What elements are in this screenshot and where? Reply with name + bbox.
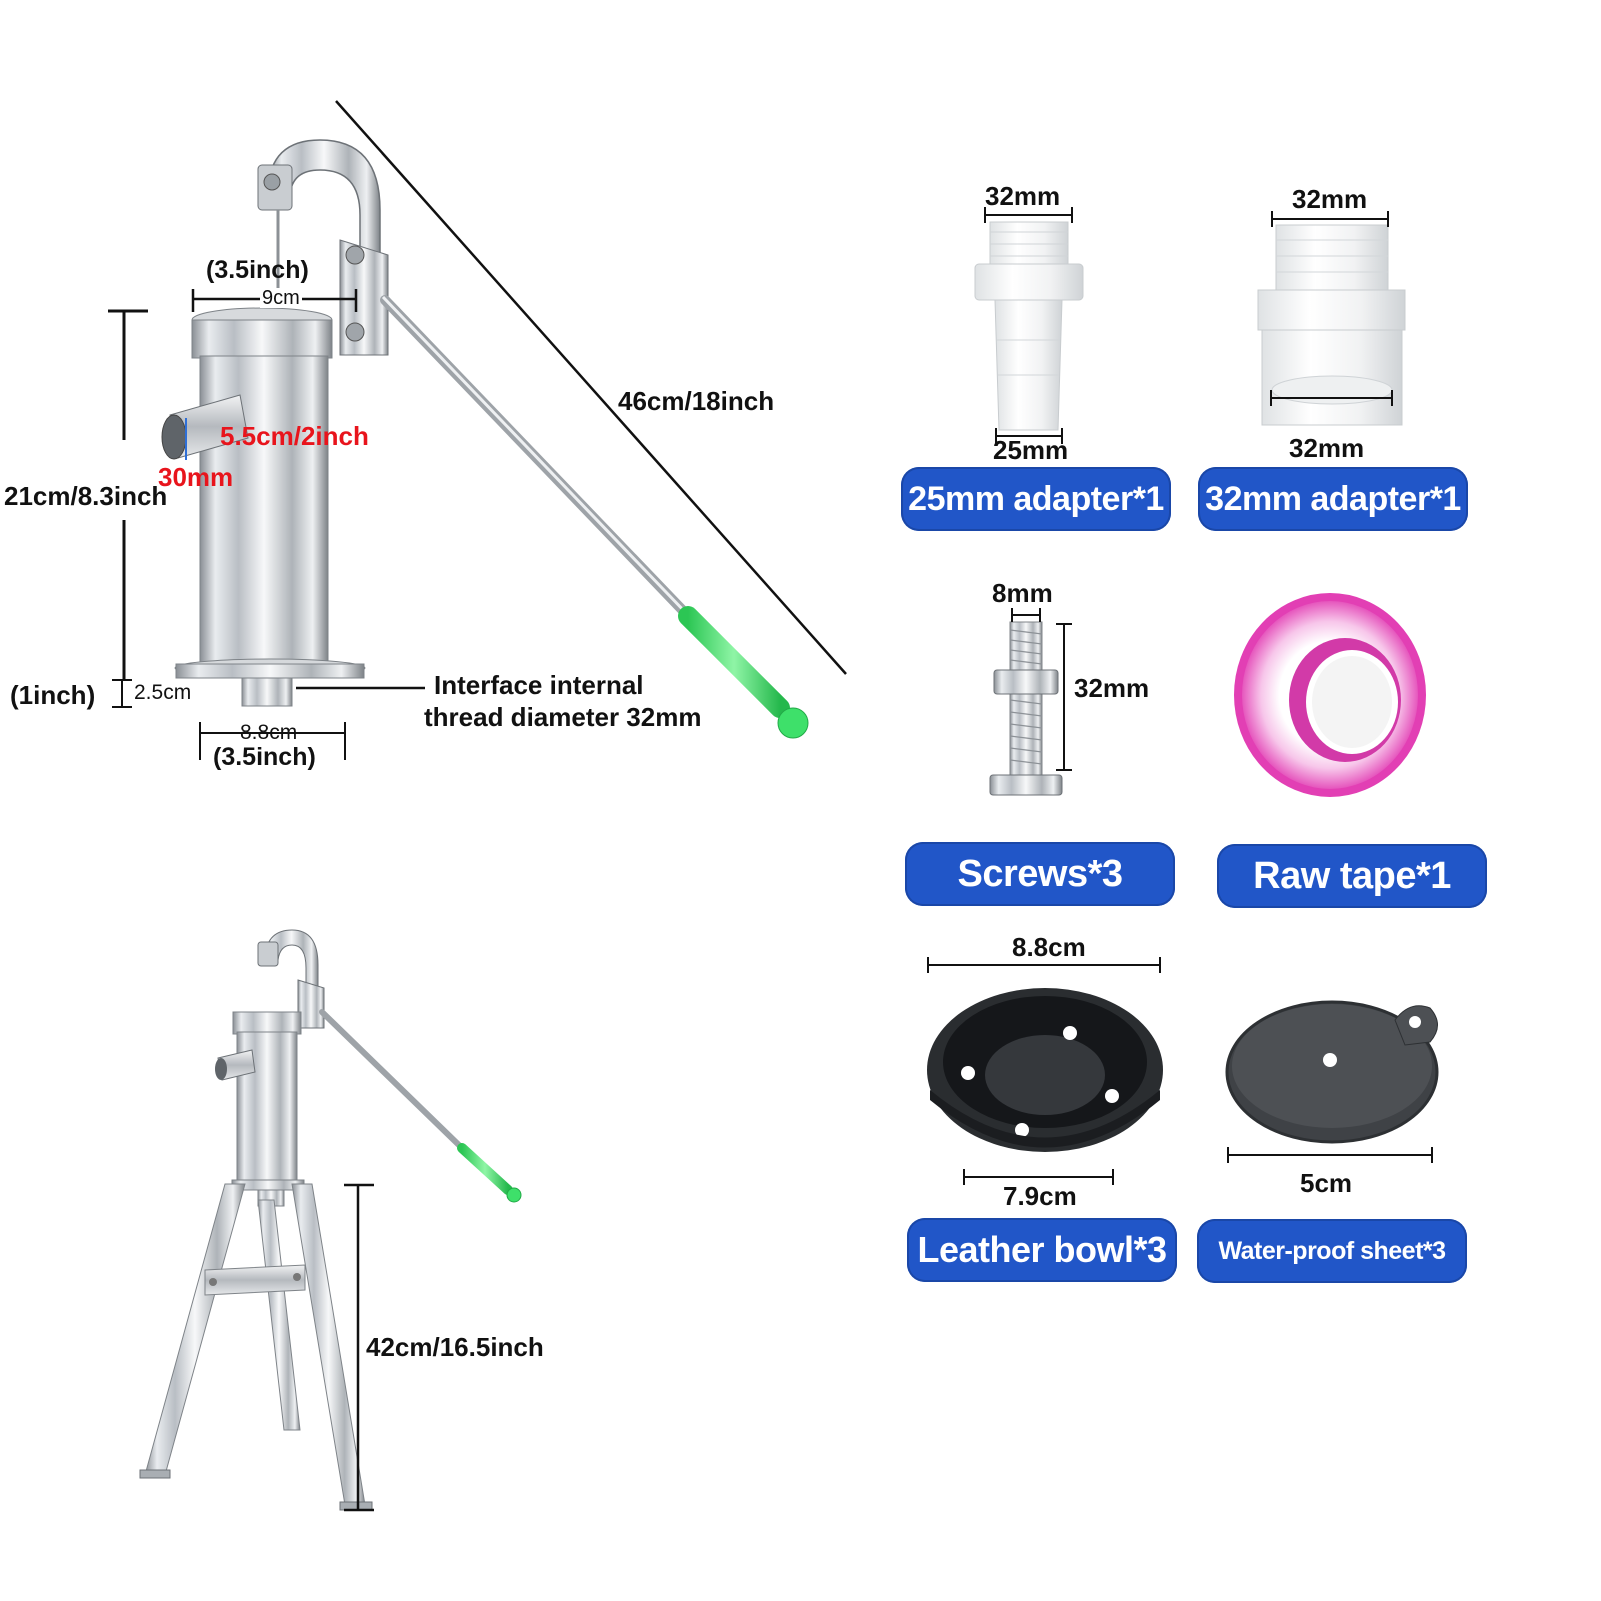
leather-bowl-top-label: 8.8cm — [1012, 932, 1086, 962]
handle-length-label: 46cm/18inch — [618, 386, 775, 416]
adapter-25mm-top-label: 32mm — [985, 181, 1061, 211]
raw-tape-badge: Raw tape*1 — [1217, 844, 1487, 908]
adapter-32mm-top-label: 32mm — [1292, 184, 1368, 214]
adapter-32mm-image — [1257, 224, 1406, 426]
waterproof-sheet-badge: Water-proof sheet*3 — [1197, 1219, 1467, 1283]
pump-height-label: 21cm/8.3inch — [4, 481, 168, 511]
head-width-cm-label: 9cm — [260, 287, 302, 309]
waterproof-sheet-dimension-line — [1227, 1147, 1433, 1163]
leather-bowl-image — [927, 988, 1163, 1152]
adapter-32mm-badge: 32mm adapter*1 — [1198, 467, 1468, 531]
main-pump-image — [161, 139, 809, 739]
head-width-inch-label: (3.5inch) — [206, 256, 309, 284]
waterproof-sheet-image — [1225, 1000, 1439, 1144]
adapter-25mm-image — [974, 221, 1084, 431]
leather-bowl-dimension-lines — [927, 957, 1161, 1185]
adapter-32mm-bottom-label: 32mm — [1289, 433, 1365, 463]
adapter-25mm-dimension-lines — [984, 207, 1073, 444]
base-width-inch-label: (3.5inch) — [213, 743, 316, 771]
screws-badge: Screws*3 — [905, 842, 1175, 906]
screw-image — [989, 621, 1063, 796]
screw-dimension-lines — [1011, 608, 1072, 771]
outlet-diameter-label: 30mm — [158, 462, 234, 492]
stand-height-label: 42cm/16.5inch — [366, 1332, 544, 1362]
leather-bowl-badge: Leather bowl*3 — [907, 1218, 1177, 1282]
adapter-25mm-bottom-label: 25mm — [993, 435, 1069, 465]
stand-pump-image — [139, 929, 522, 1511]
interface-note-line2: thread diameter 32mm — [424, 702, 702, 732]
base-width-cm-label: 8.8cm — [240, 721, 298, 744]
base-height-cm-label: 2.5cm — [134, 681, 192, 704]
leather-bowl-bottom-label: 7.9cm — [1003, 1181, 1077, 1211]
screw-length-label: 32mm — [1074, 673, 1150, 703]
raw-tape-image — [1234, 593, 1426, 797]
adapter-25mm-badge: 25mm adapter*1 — [901, 467, 1171, 531]
stand-dimension-line — [344, 1183, 374, 1512]
waterproof-sheet-width-label: 5cm — [1300, 1168, 1353, 1198]
interface-note-line1: Interface internal — [434, 670, 644, 700]
adapter-32mm-dimension-lines — [1270, 211, 1393, 406]
base-height-inch-label: (1inch) — [10, 680, 96, 710]
screw-width-label: 8mm — [992, 578, 1053, 608]
outlet-length-label: 5.5cm/2inch — [220, 421, 369, 451]
